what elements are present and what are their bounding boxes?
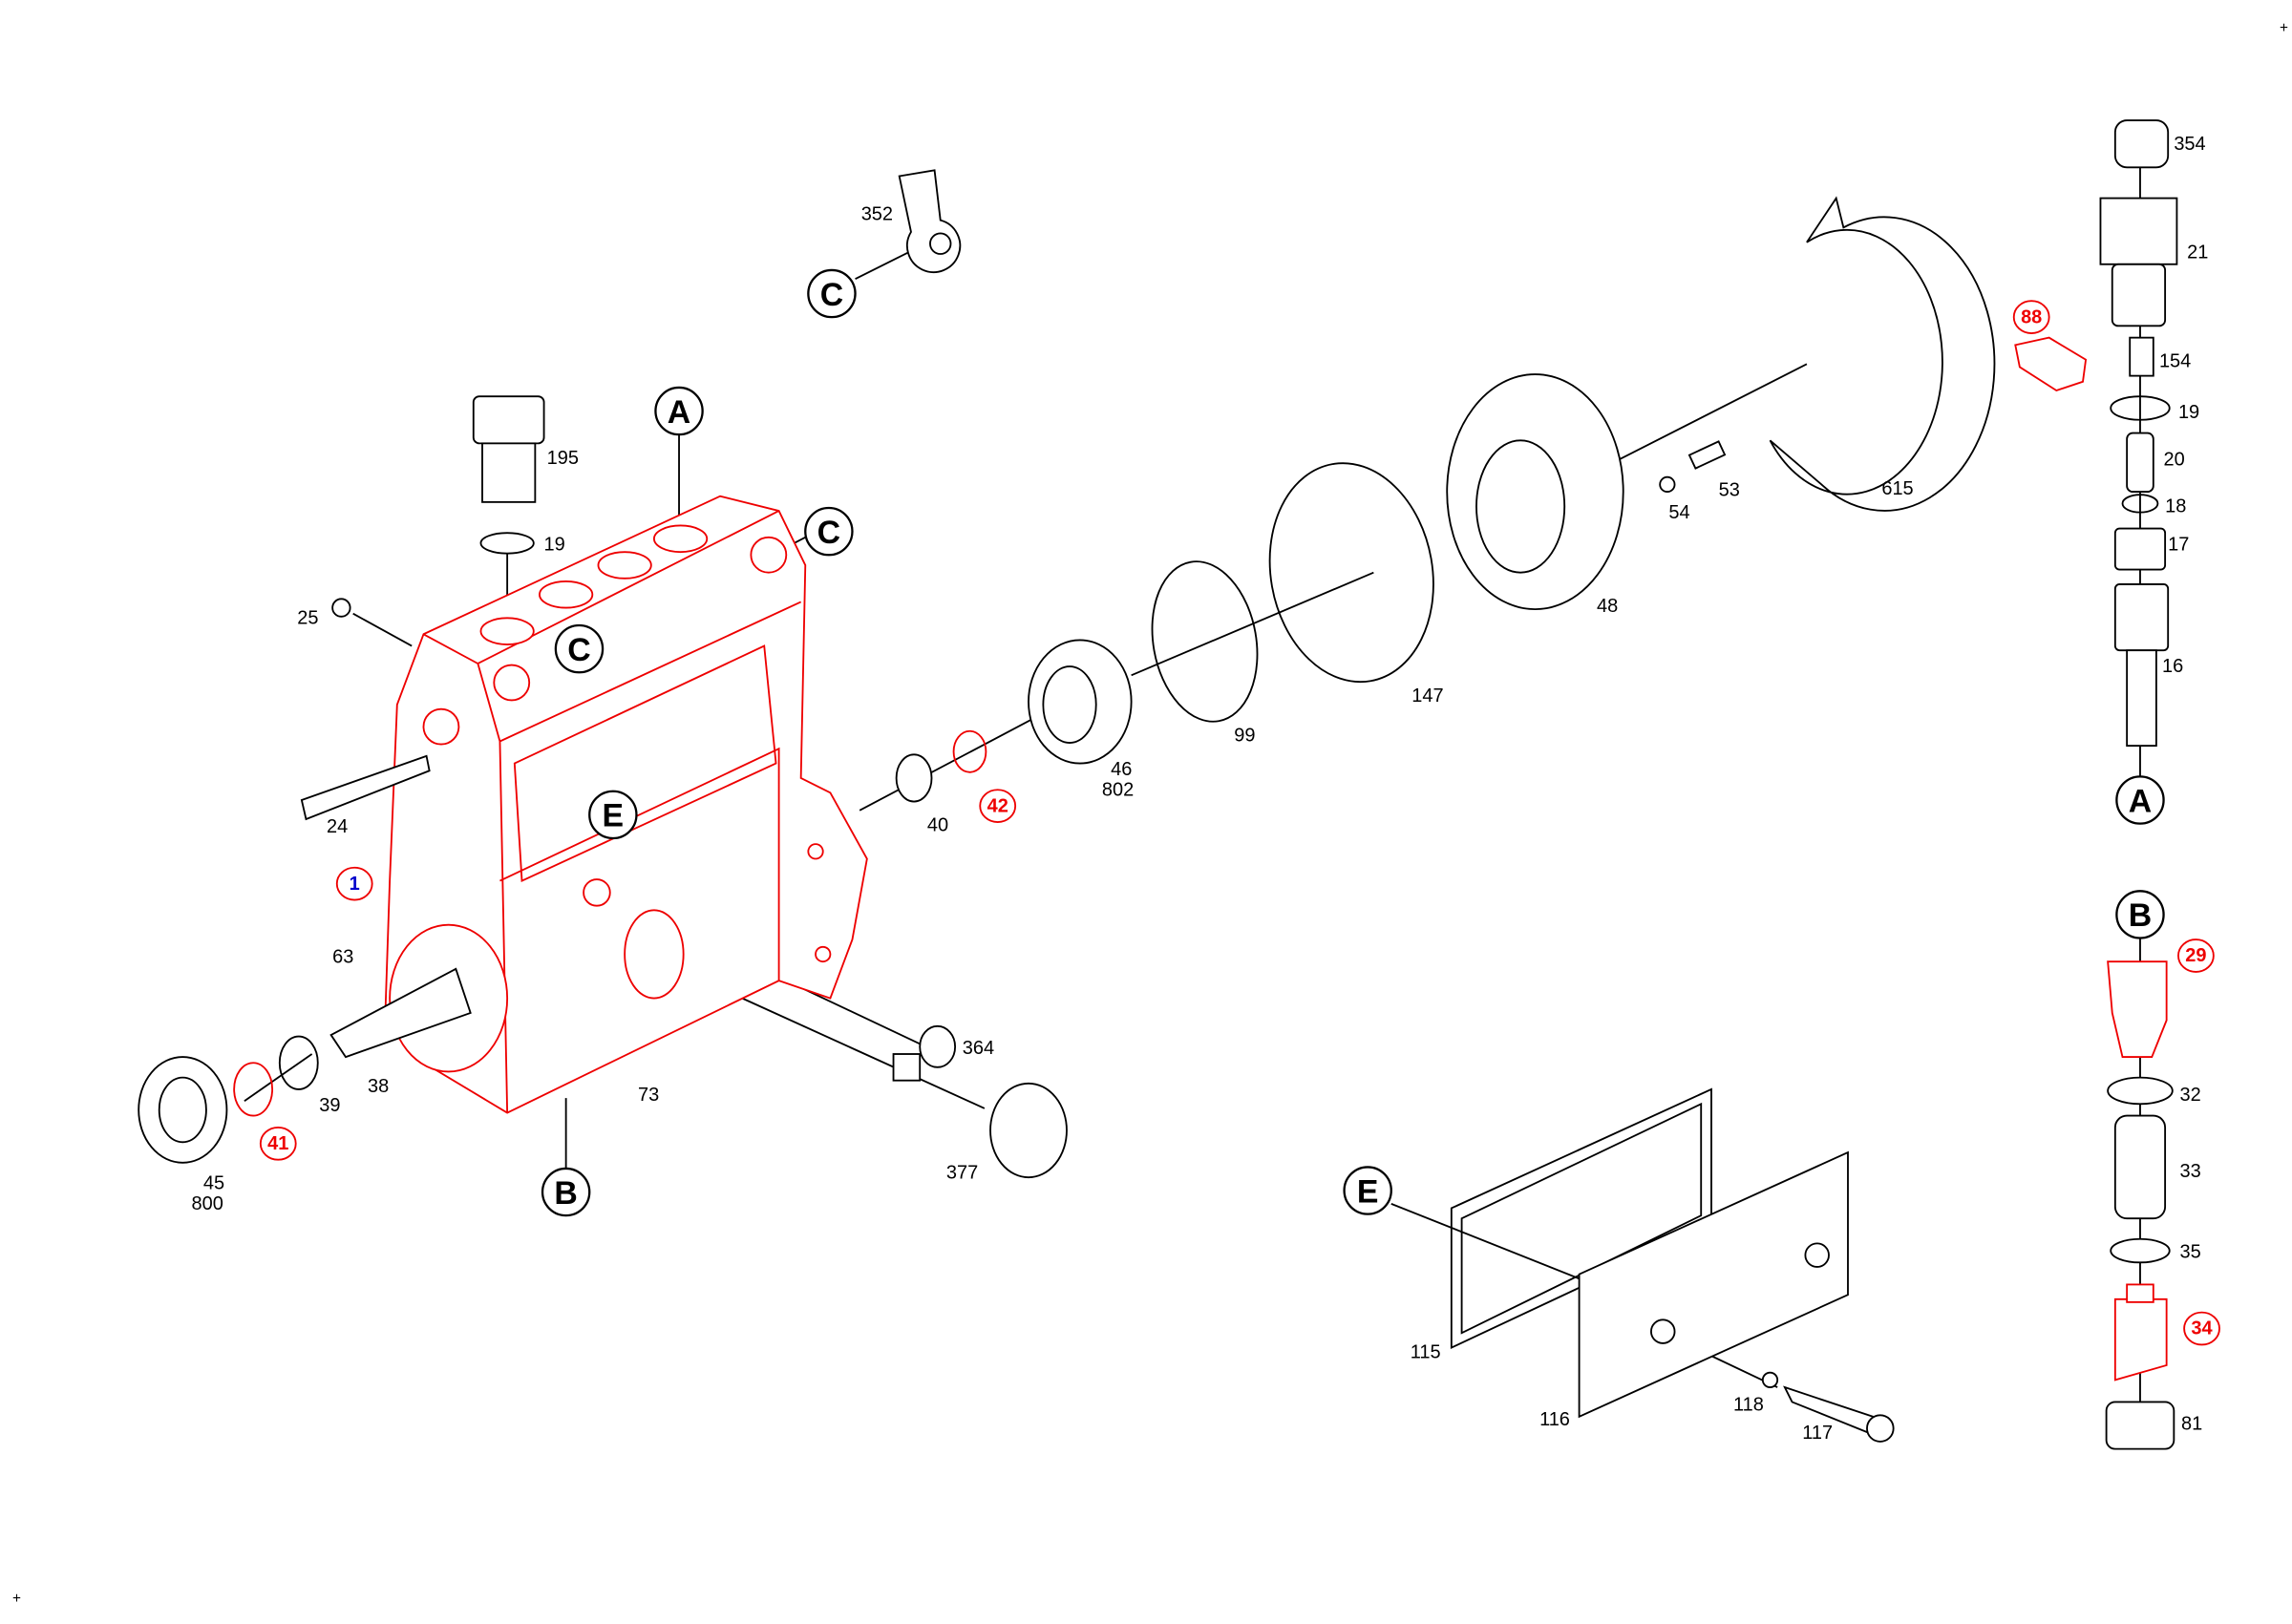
part-label-35[interactable]: 35	[2179, 1242, 2200, 1263]
part-label-354[interactable]: 354	[2174, 134, 2205, 155]
marker-letter: C	[567, 632, 590, 668]
marker-letter: B	[2129, 897, 2152, 934]
marker-circle	[541, 1167, 591, 1217]
part-label-41: 41	[267, 1133, 288, 1154]
part-label-154[interactable]: 154	[2159, 350, 2191, 371]
highlighted-part-callout[interactable]: 29	[2177, 939, 2215, 973]
callout-circle	[2183, 1311, 2220, 1346]
main-part-callout[interactable]: 1	[335, 866, 373, 901]
marker-circle	[554, 623, 605, 674]
callout-circle	[2177, 939, 2215, 973]
part-label-19[interactable]: 19	[544, 535, 565, 556]
part-label-63[interactable]: 63	[332, 947, 353, 968]
reference-marker-C[interactable]: C	[804, 506, 854, 557]
reference-marker-A[interactable]: A	[2115, 775, 2165, 825]
reference-marker-C[interactable]: C	[554, 623, 605, 674]
reference-marker-B[interactable]: B	[2115, 890, 2165, 939]
part-label-800[interactable]: 800	[192, 1193, 223, 1214]
part-label-39[interactable]: 39	[319, 1095, 340, 1116]
part-label-81[interactable]: 81	[2181, 1414, 2202, 1435]
callout-circle	[335, 866, 373, 901]
part-label-377[interactable]: 377	[946, 1163, 978, 1184]
part-label-25[interactable]: 25	[297, 607, 318, 628]
part-label-33[interactable]: 33	[2179, 1161, 2200, 1182]
part-label-802[interactable]: 802	[1102, 779, 1134, 800]
part-label-73[interactable]: 73	[638, 1085, 659, 1106]
marker-letter: E	[1357, 1173, 1379, 1210]
part-label-18[interactable]: 18	[2165, 496, 2186, 517]
marker-letter: A	[668, 394, 690, 431]
part-label-45[interactable]: 45	[203, 1172, 224, 1193]
corner-mark: +	[12, 1591, 21, 1607]
highlighted-part-callout[interactable]: 42	[979, 789, 1017, 823]
part-label-19[interactable]: 19	[2178, 402, 2199, 423]
part-label-352[interactable]: 352	[861, 204, 893, 225]
part-label-118[interactable]: 118	[1733, 1395, 1764, 1416]
highlighted-part-callout[interactable]: 34	[2183, 1311, 2220, 1346]
marker-letter: C	[820, 277, 843, 313]
part-label-20[interactable]: 20	[2164, 449, 2185, 470]
marker-letter: B	[554, 1175, 577, 1212]
corner-mark: +	[2280, 20, 2288, 36]
marker-circle	[2115, 890, 2165, 939]
part-label-17[interactable]: 17	[2168, 535, 2189, 556]
highlighted-part-callout[interactable]: 88	[2012, 300, 2050, 334]
part-label-615[interactable]: 615	[1881, 478, 1913, 499]
part-label-88: 88	[2021, 306, 2042, 327]
callout-circle	[979, 789, 1017, 823]
highlighted-part-callout[interactable]: 41	[259, 1126, 297, 1161]
part-label-1: 1	[350, 874, 360, 895]
part-label-115[interactable]: 115	[1411, 1341, 1441, 1362]
part-label-48[interactable]: 48	[1597, 596, 1618, 617]
marker-circle	[804, 506, 854, 557]
marker-letter: C	[817, 515, 840, 551]
part-label-364[interactable]: 364	[963, 1038, 994, 1059]
marker-circle	[2115, 775, 2165, 825]
reference-marker-E[interactable]: E	[588, 790, 638, 840]
callout-circle	[2012, 300, 2050, 334]
part-label-32[interactable]: 32	[2179, 1085, 2200, 1106]
part-label-116[interactable]: 116	[1539, 1409, 1570, 1430]
part-label-54[interactable]: 54	[1668, 502, 1689, 523]
part-label-195[interactable]: 195	[547, 448, 579, 469]
reference-marker-E[interactable]: E	[1343, 1166, 1392, 1215]
callout-circle	[259, 1126, 297, 1161]
part-label-147[interactable]: 147	[1411, 685, 1443, 707]
marker-letter: A	[2129, 783, 2152, 819]
part-label-40[interactable]: 40	[927, 814, 948, 835]
part-label-99[interactable]: 99	[1234, 726, 1255, 747]
reference-marker-C[interactable]: C	[807, 268, 857, 319]
part-label-42: 42	[987, 795, 1008, 816]
part-label-16[interactable]: 16	[2162, 656, 2183, 677]
reference-marker-A[interactable]: A	[654, 386, 704, 436]
marker-circle	[588, 790, 638, 840]
part-label-34: 34	[2191, 1318, 2212, 1339]
marker-circle	[654, 386, 704, 436]
part-shapes	[138, 119, 2178, 1450]
reference-marker-B[interactable]: B	[541, 1167, 591, 1217]
part-label-21[interactable]: 21	[2187, 243, 2208, 264]
marker-circle	[807, 268, 857, 319]
part-label-38[interactable]: 38	[368, 1076, 389, 1097]
part-label-53[interactable]: 53	[1719, 480, 1740, 501]
part-label-24[interactable]: 24	[327, 816, 348, 837]
part-label-46[interactable]: 46	[1111, 759, 1132, 780]
marker-circle	[1343, 1166, 1392, 1215]
marker-letter: E	[603, 798, 625, 834]
part-label-29: 29	[2185, 945, 2206, 966]
part-label-117[interactable]: 117	[1802, 1423, 1833, 1444]
